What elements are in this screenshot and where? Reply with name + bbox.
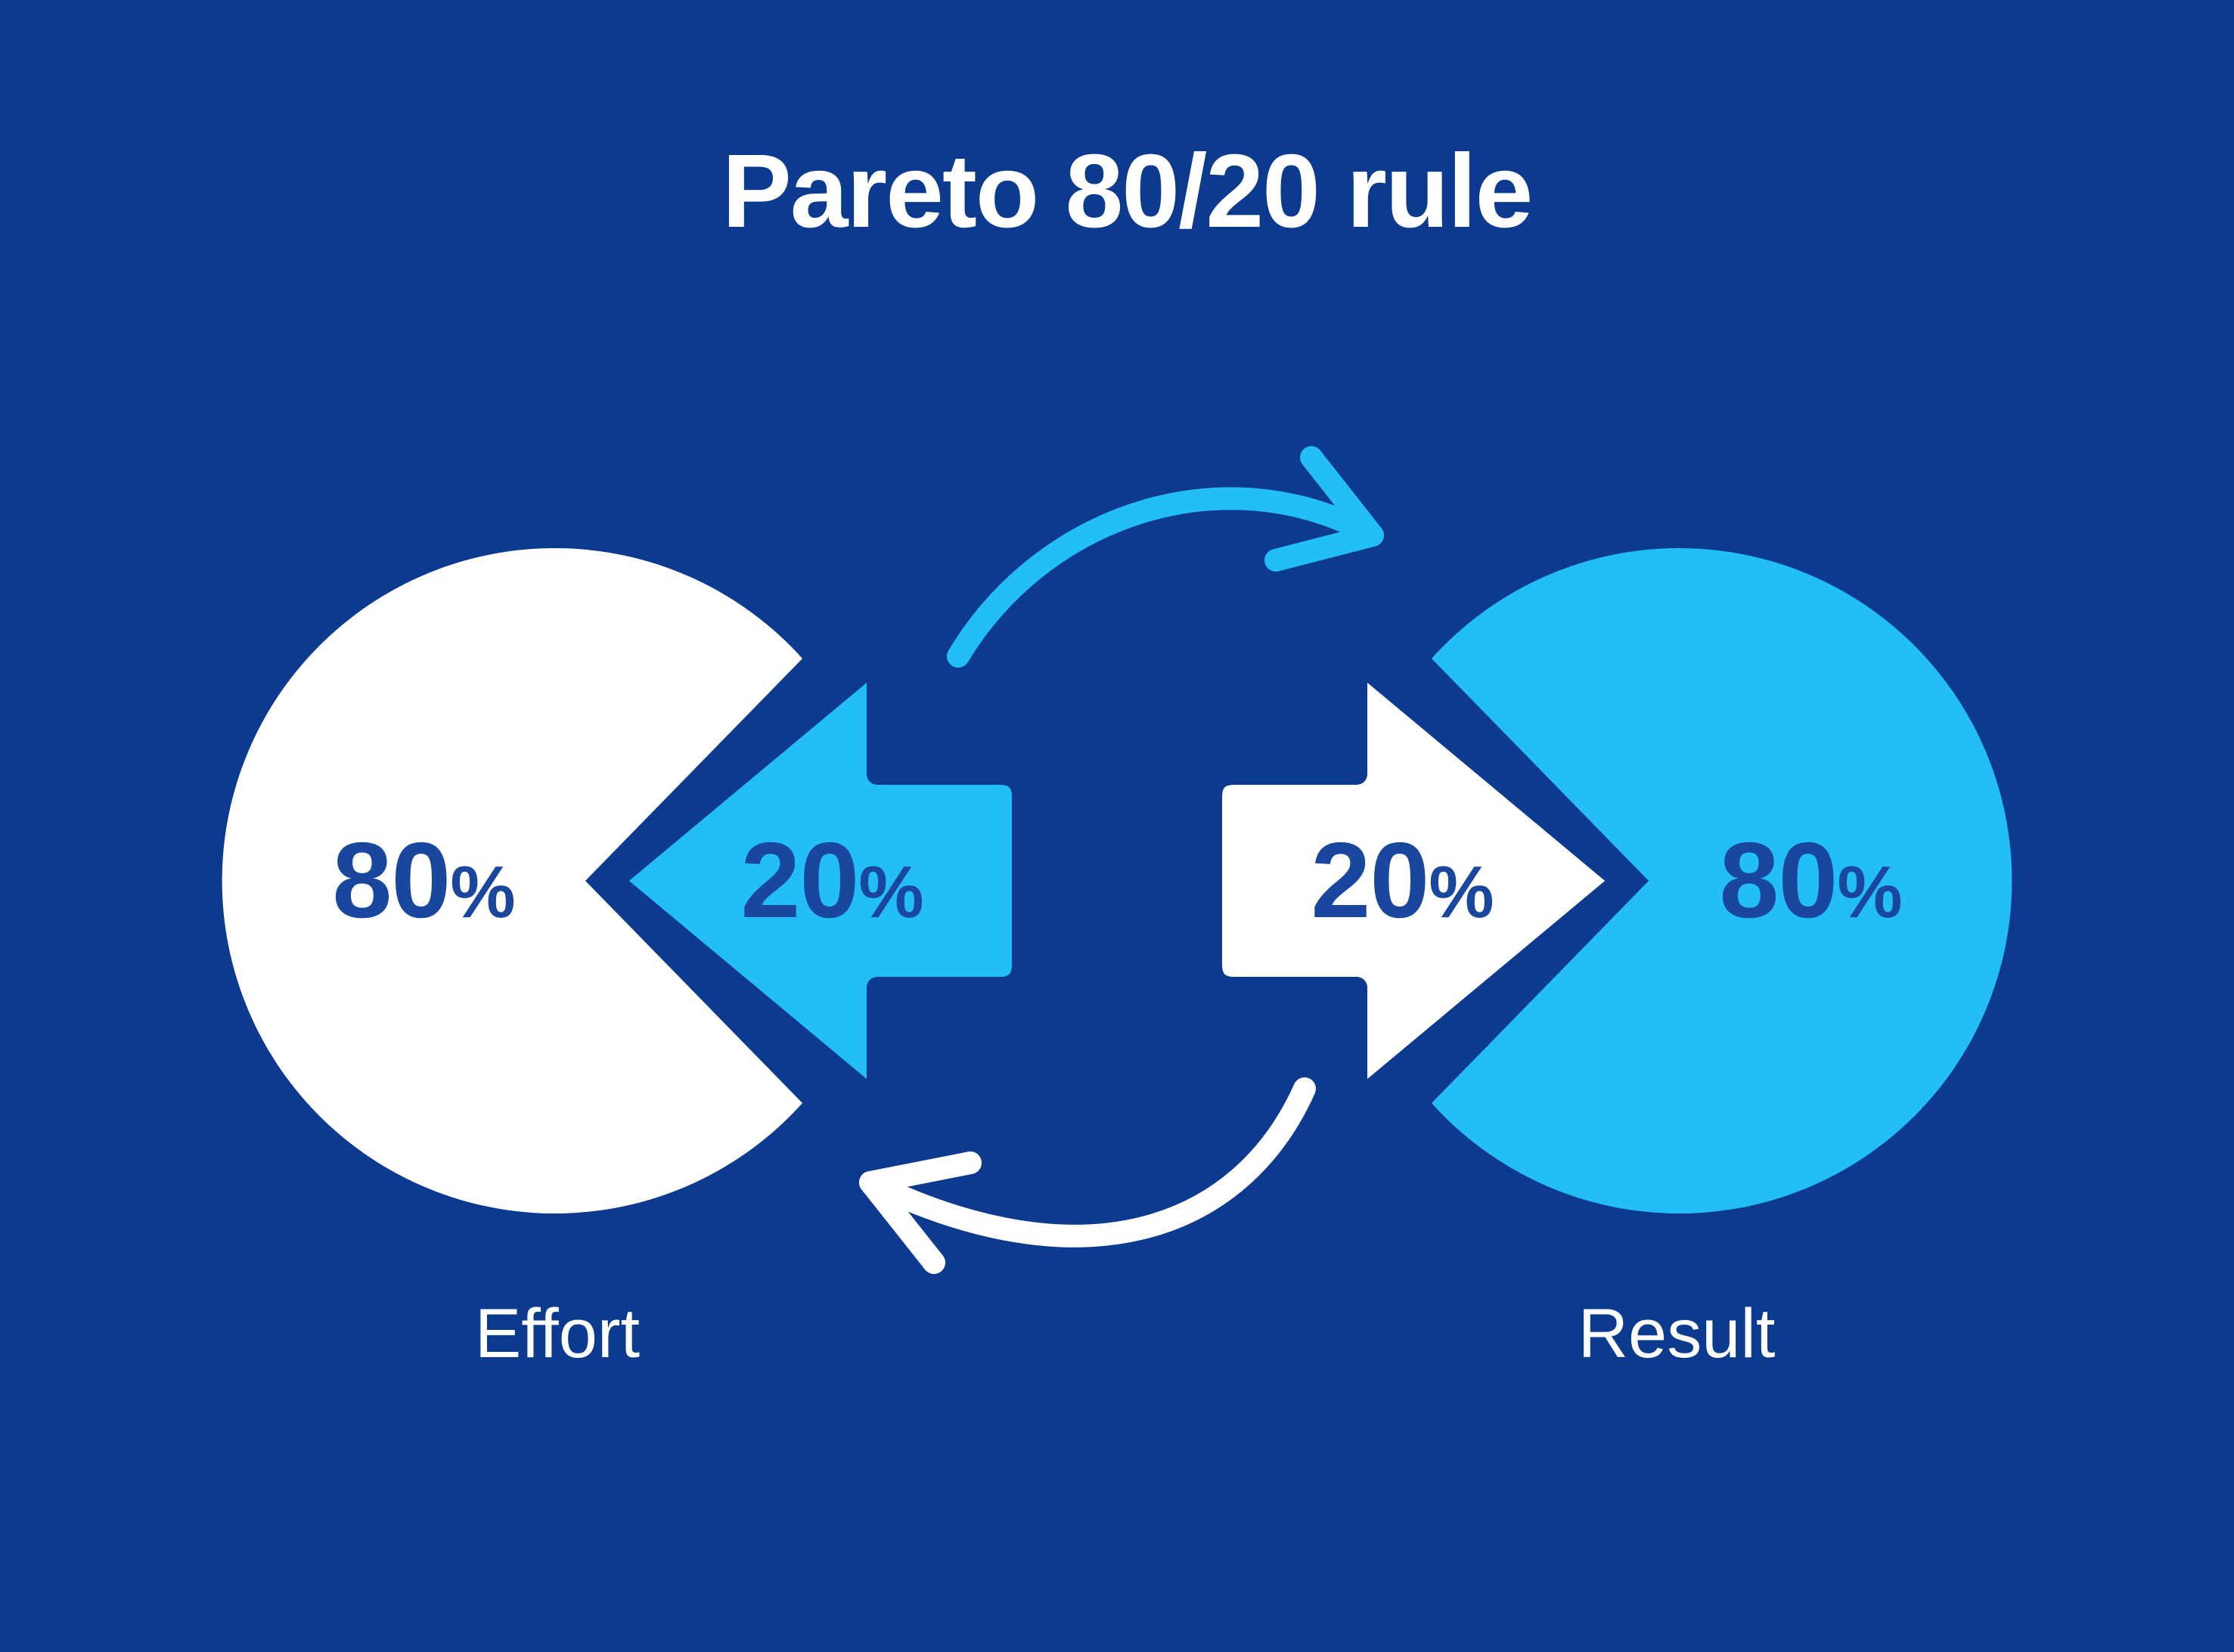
result-group: 20% 80% Result [1201,547,2012,1372]
cycle-arrow-top-head [1264,446,1384,572]
effort-label: Effort [475,1295,640,1372]
effort-arrow-value: 20 [740,820,858,941]
cycle-arrow-top-icon [947,446,1384,668]
cycle-arrow-bottom-head [859,1151,982,1274]
result-20-arrow-right-icon [1201,649,1632,1112]
result-circle-pacman [1432,547,2012,1213]
page-title: Pareto 80/20 rule [722,133,1532,250]
effort-circle-value: 80 [332,820,450,941]
result-circle-percent: 80% [1719,820,1901,941]
effort-group: 80% 20% Effort [222,547,1033,1372]
result-arrow-percent: 20% [1311,820,1493,941]
result-label: Result [1578,1295,1776,1372]
result-circle-value: 80 [1719,820,1837,941]
effort-arrow-percent-sign: % [858,851,923,933]
result-arrow-value: 20 [1311,820,1429,941]
effort-circle-percent: 80% [332,820,514,941]
effort-arrow-percent: 20% [740,820,923,941]
effort-20-arrow-left-icon [602,649,1033,1112]
cycle-arrow-bottom-icon [859,1077,1316,1274]
effort-circle-percent-sign: % [450,851,514,933]
effort-circle-pacman [222,547,802,1213]
result-arrow-percent-sign: % [1429,851,1493,933]
result-circle-percent-sign: % [1837,851,1901,933]
cycle-arrow-bottom-curve [859,1077,1316,1248]
cycle-arrow-top-curve [947,487,1384,668]
